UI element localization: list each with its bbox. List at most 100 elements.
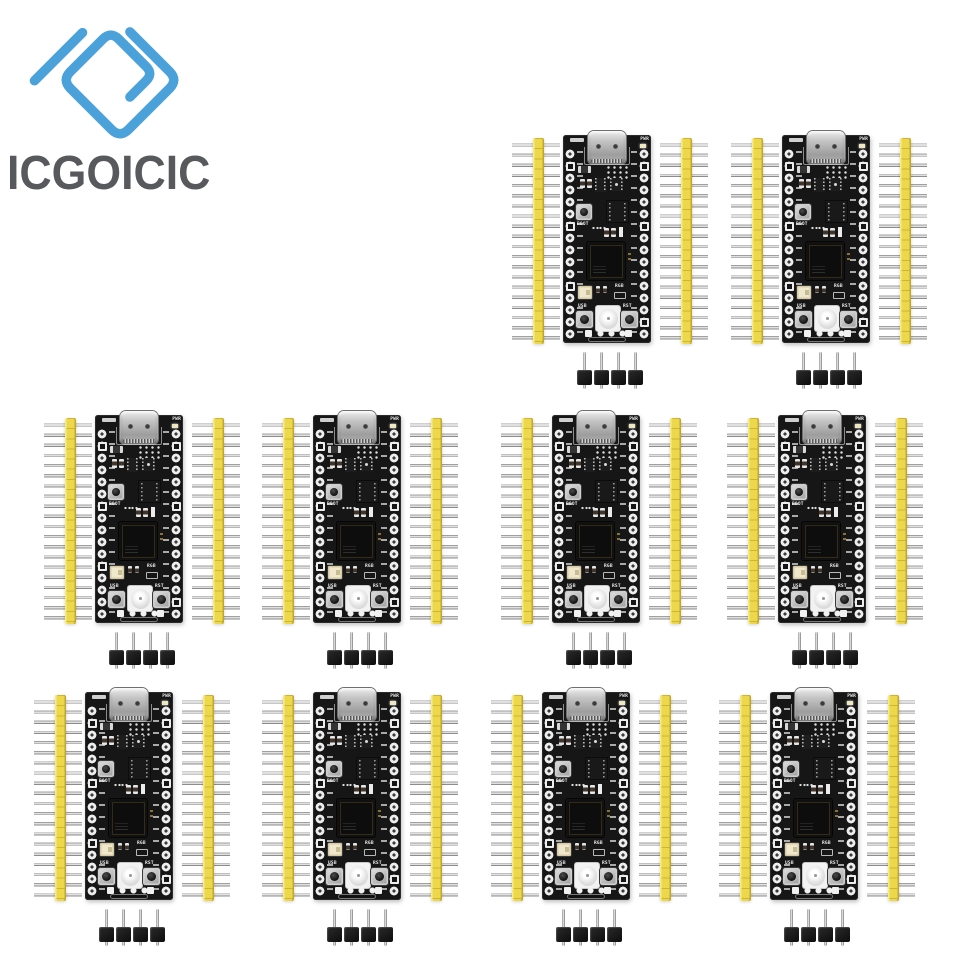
square-pad — [614, 610, 621, 617]
dev-board: PWR BOOT — [782, 131, 870, 343]
pad-column-right — [858, 148, 868, 340]
via-grid — [585, 722, 609, 736]
status-led — [567, 566, 581, 579]
square-pad — [858, 162, 868, 171]
reset-button-label: RST — [145, 861, 154, 866]
edge-slot — [803, 617, 841, 622]
flash-chip — [822, 481, 843, 502]
pad-column-right — [171, 428, 181, 620]
reset-button-label: RST — [623, 304, 632, 309]
square-pad — [574, 610, 581, 617]
usb-silkscreen-outline — [799, 427, 845, 445]
smd-component — [567, 446, 580, 453]
pin-labels-left — [556, 708, 562, 896]
square-pad — [335, 887, 342, 894]
square-pad — [375, 887, 382, 894]
power-led — [390, 424, 396, 428]
square-pad — [544, 719, 554, 728]
rgb-led — [803, 863, 827, 888]
status-led — [557, 843, 571, 856]
pin-header-strip — [431, 418, 442, 624]
square-pad — [171, 442, 181, 451]
pin-labels-left — [784, 708, 790, 896]
smd-component — [793, 446, 806, 453]
pad-column-right — [846, 705, 856, 897]
mounting-holes — [574, 886, 607, 895]
pad-column-left — [554, 428, 564, 620]
via-grid — [595, 445, 619, 459]
smd-resistor — [818, 566, 822, 573]
smd-component — [369, 784, 373, 794]
square-pad — [639, 318, 649, 327]
square-pad — [846, 779, 856, 788]
smd-resistor — [583, 785, 588, 794]
square-pad — [375, 610, 382, 617]
smd-component — [834, 507, 838, 517]
flash-chip — [129, 758, 150, 779]
dev-board: PWR BOOT — [542, 688, 630, 900]
header-pin — [829, 347, 846, 391]
usb-button — [326, 591, 343, 608]
smd-resistor — [611, 228, 616, 237]
header-pin — [149, 904, 166, 948]
square-pad — [107, 887, 114, 894]
usb-ridge — [341, 439, 373, 443]
rgb-led — [585, 586, 609, 611]
boot-button-label: BOOT — [99, 779, 111, 784]
smd-pads — [571, 783, 578, 787]
square-pad — [564, 887, 571, 894]
product-unit: PWR BOOT — [477, 411, 717, 671]
square-pad — [87, 719, 97, 728]
smd-pads — [342, 506, 349, 510]
pin-labels-left — [109, 431, 115, 619]
square-pad — [554, 562, 564, 571]
square-pad — [840, 610, 847, 617]
reset-button-label: RST — [842, 304, 851, 309]
boot-button — [565, 484, 581, 500]
pad-column-left — [97, 428, 107, 620]
silkscreen-label — [102, 418, 116, 422]
smd-resistor — [582, 843, 586, 850]
rgb-led — [346, 586, 370, 611]
pin-header-strip — [900, 138, 911, 344]
pin-labels-right — [610, 708, 616, 896]
square-pad — [858, 318, 868, 327]
left-pin-header — [491, 695, 539, 901]
square-pad — [389, 502, 399, 511]
pin-header-strip — [522, 418, 533, 624]
smd-resistor — [795, 459, 800, 468]
header-pin — [576, 347, 593, 391]
status-led — [100, 843, 114, 856]
header-pin — [817, 904, 834, 948]
smd-resistor — [125, 843, 129, 850]
usb-button-label: USB — [797, 304, 806, 309]
smd-pads — [617, 533, 620, 535]
square-pad — [585, 330, 592, 337]
smd-resistor — [585, 566, 589, 573]
square-pad — [565, 222, 575, 231]
rgb-silkscreen — [364, 849, 376, 856]
header-pin — [593, 347, 610, 391]
right-pin-header — [639, 695, 687, 901]
dev-board: PWR BOOT — [778, 411, 866, 623]
smd-pads — [806, 783, 813, 787]
mounting-holes — [814, 329, 847, 338]
smd-pads — [349, 783, 356, 787]
usb-c-connector — [338, 688, 376, 721]
smd-pads — [814, 506, 821, 510]
smd-resistor — [600, 508, 605, 517]
mounting-holes — [345, 609, 378, 618]
smd-resistor — [135, 566, 139, 573]
smd-ic — [117, 735, 128, 749]
boot-button-label: BOOT — [327, 779, 339, 784]
square-pad — [780, 442, 790, 451]
via-grid — [138, 445, 162, 459]
square-pad — [832, 887, 839, 894]
smd-resistor — [559, 736, 564, 745]
smd-resistor — [802, 459, 807, 468]
smd-resistor — [102, 736, 107, 745]
silkscreen-label — [320, 695, 334, 699]
smd-resistor — [587, 179, 592, 188]
rgb-label: RGB — [834, 284, 843, 289]
